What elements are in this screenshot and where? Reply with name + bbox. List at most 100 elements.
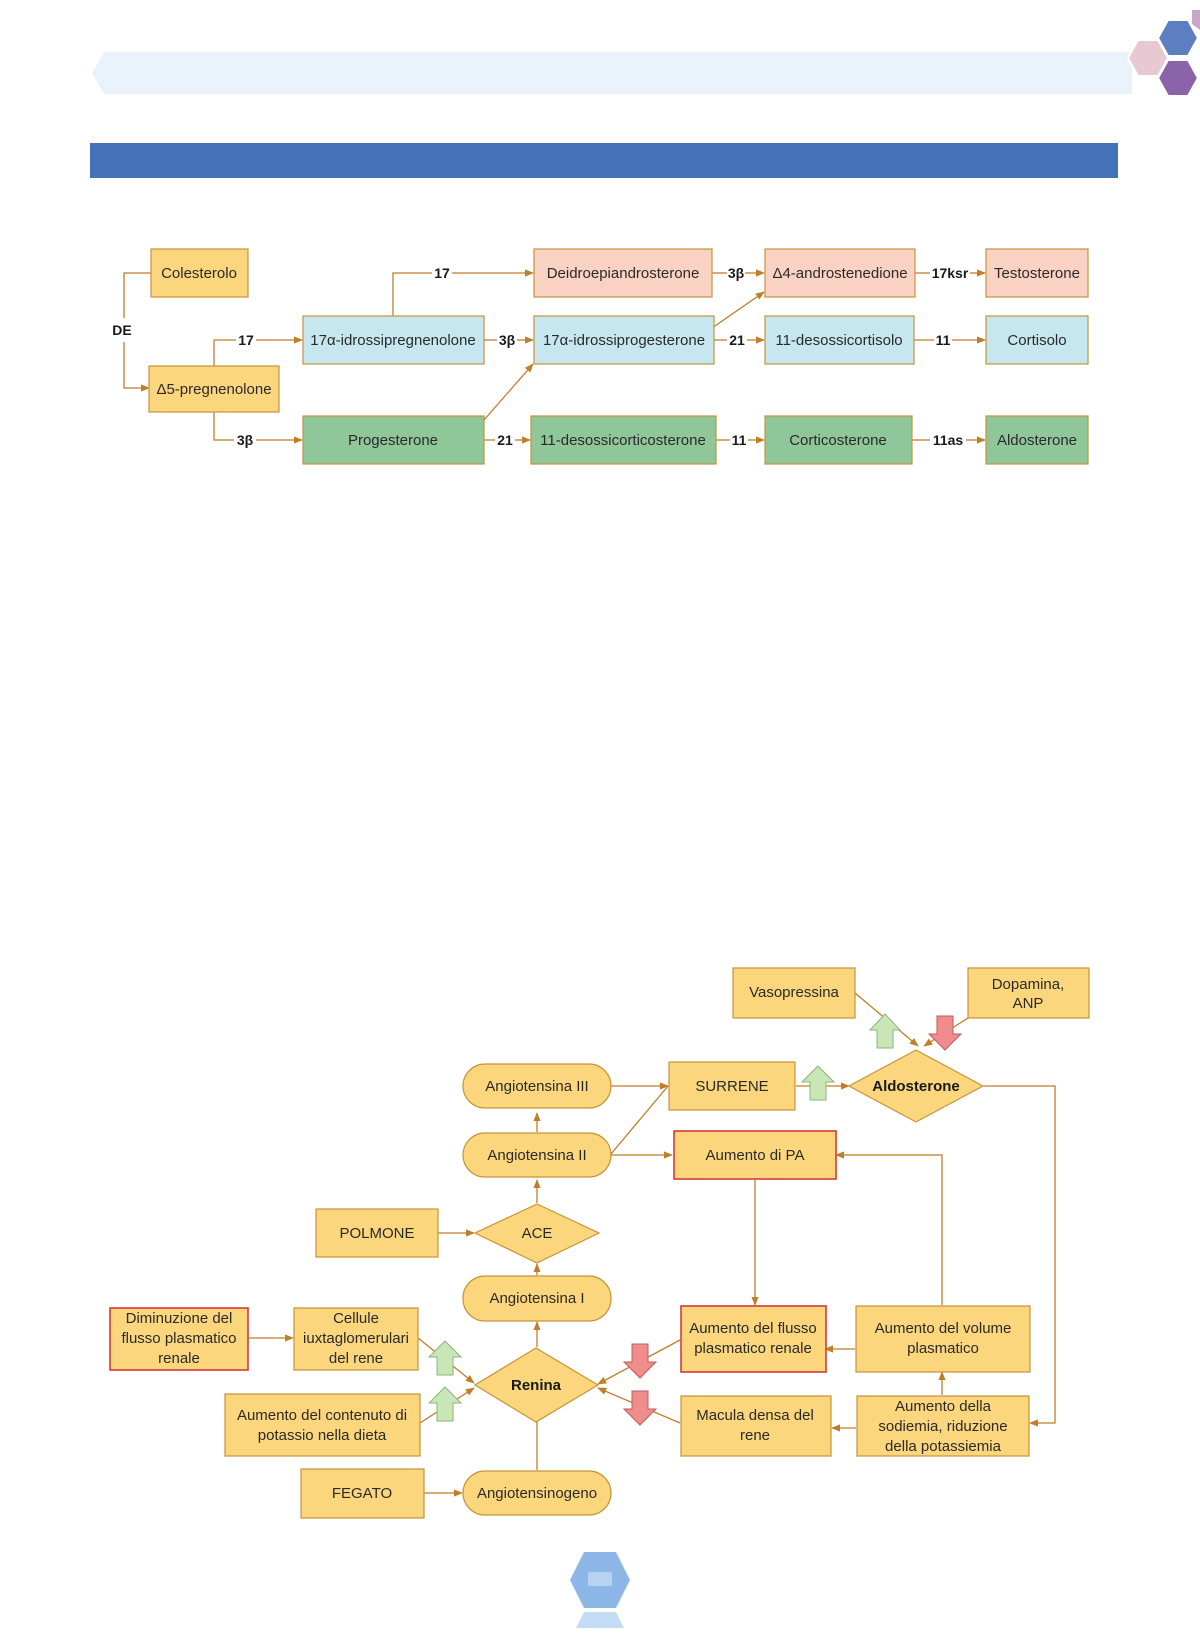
raas-diagram-edges — [248, 992, 1056, 1497]
label-sodiemia-2: sodiemia, riduzione — [878, 1418, 1007, 1435]
node-androstenedione — [764, 248, 916, 298]
node-testosterone — [985, 248, 1089, 298]
label-pregnenolone: Δ5-pregnenolone — [156, 381, 271, 398]
label-cellule-3: del rene — [329, 1350, 383, 1367]
node-fegato — [300, 1468, 425, 1519]
label-sodiemia-3: della potassiemia — [885, 1438, 1002, 1455]
edge-label-11as: 11as — [933, 432, 964, 448]
node-cellule — [293, 1307, 419, 1371]
node-aumento-volume — [855, 1305, 1031, 1373]
label-polmone: POLMONE — [339, 1225, 414, 1242]
label-desossicorticosterone: 11-desossicorticosterone — [540, 432, 706, 449]
increase-arrows — [427, 1013, 902, 1422]
node-sodiemia — [856, 1395, 1030, 1457]
node-macula — [680, 1395, 832, 1457]
node-aldosterone — [985, 415, 1089, 465]
label-anp: ANP — [1013, 995, 1044, 1012]
edge-label-de: DE — [112, 322, 131, 338]
down-arrow-icon — [622, 1390, 658, 1426]
up-arrow-icon — [800, 1065, 836, 1101]
node-corticosterone — [764, 415, 913, 465]
label-fegato: FEGATO — [332, 1485, 392, 1502]
label-aumento-flusso-1: Aumento del flusso — [689, 1320, 817, 1337]
label-aumento-volume-2: plasmatico — [907, 1340, 979, 1357]
node-aumento-flusso — [680, 1305, 827, 1373]
node-pregnenolone — [148, 365, 280, 413]
node-colesterolo — [150, 248, 249, 298]
decrease-arrows — [622, 1015, 963, 1426]
down-arrow-icon — [927, 1015, 963, 1051]
label-surrene: SURRENE — [695, 1078, 768, 1095]
label-corticosterone: Corticosterone — [789, 432, 887, 449]
label-macula-2: rene — [740, 1427, 770, 1444]
edge-label-21: 21 — [497, 432, 513, 448]
label-idrossiprogesterone: 17α-idrossiprogesterone — [543, 332, 705, 349]
label-angiotensinogeno: Angiotensinogeno — [477, 1485, 597, 1502]
label-angiotensina-1: Angiotensina I — [489, 1290, 584, 1307]
label-androstenedione: Δ4-androstenedione — [772, 265, 907, 282]
node-desossicorticosterone — [530, 415, 717, 465]
label-vasopressina: Vasopressina — [749, 984, 839, 1001]
edge-label-17: 17 — [238, 332, 254, 348]
node-polmone — [315, 1208, 439, 1258]
label-aldosterone: Aldosterone — [997, 432, 1077, 449]
label-angiotensina-2: Angiotensina II — [487, 1147, 586, 1164]
label-colesterolo: Colesterolo — [161, 265, 237, 282]
page-number-hexagon-icon — [570, 1552, 630, 1628]
edge-label-3b: 3β — [237, 432, 254, 448]
node-cortisolo — [985, 315, 1089, 365]
section-header-band — [90, 143, 1118, 178]
label-dopamina: Dopamina, — [992, 976, 1065, 993]
node-aldosterone-diamond — [847, 1049, 985, 1123]
node-idrossipregnenolone — [302, 315, 485, 365]
label-progesterone: Progesterone — [348, 432, 438, 449]
node-aumento-pa — [673, 1130, 837, 1180]
edge-label-17: 17 — [434, 265, 450, 281]
node-diminuzione — [109, 1307, 249, 1371]
up-arrow-icon — [427, 1386, 463, 1422]
label-angiotensina-3: Angiotensina III — [485, 1078, 588, 1095]
up-arrow-icon — [868, 1013, 902, 1049]
label-cellule-1: Cellule — [333, 1310, 379, 1327]
node-deidroepiandrosterone — [533, 248, 713, 298]
node-aumento-potassio — [224, 1393, 421, 1457]
edge-label-21: 21 — [729, 332, 745, 348]
edge-label-3b: 3β — [499, 332, 516, 348]
edge-label-3b: 3β — [728, 265, 745, 281]
label-diminuzione-3: renale — [158, 1350, 200, 1367]
node-ace-diamond — [473, 1203, 601, 1264]
node-renina-diamond — [473, 1347, 600, 1423]
top-banner — [92, 52, 1132, 94]
up-arrow-icon — [427, 1340, 463, 1376]
label-aumento-flusso-2: plasmatico renale — [694, 1340, 812, 1357]
edge-label-17ksr: 17ksr — [932, 265, 969, 281]
node-angiotensina-1 — [462, 1275, 612, 1322]
label-aumento-potassio-1: Aumento del contenuto di — [237, 1407, 407, 1424]
node-angiotensina-2 — [462, 1132, 612, 1178]
label-renina: Renina — [511, 1377, 562, 1394]
node-surrene — [668, 1061, 796, 1111]
edge-label-11: 11 — [936, 332, 951, 348]
node-angiotensinogeno — [462, 1470, 612, 1516]
node-dopamina-anp — [967, 967, 1090, 1019]
down-arrow-icon — [622, 1343, 658, 1379]
label-aldosterone: Aldosterone — [872, 1078, 960, 1095]
label-cortisolo: Cortisolo — [1007, 332, 1066, 349]
label-diminuzione-2: flusso plasmatico — [121, 1330, 236, 1347]
label-diminuzione-1: Diminuzione del — [126, 1310, 233, 1327]
label-ace: ACE — [522, 1225, 553, 1242]
label-deidroepiandrosterone: Deidroepiandrosterone — [547, 265, 700, 282]
node-desossicortisolo — [764, 315, 915, 365]
label-aumento-pa: Aumento di PA — [706, 1147, 805, 1164]
node-progesterone — [302, 415, 485, 465]
label-sodiemia-1: Aumento della — [895, 1398, 992, 1415]
label-testosterone: Testosterone — [994, 265, 1080, 282]
label-desossicortisolo: 11-desossicortisolo — [775, 332, 902, 349]
label-aumento-potassio-2: potassio nella dieta — [258, 1427, 387, 1444]
node-angiotensina-3 — [462, 1063, 612, 1109]
hexagon-decoration-icon — [1126, 10, 1200, 97]
node-vasopressina — [732, 967, 856, 1019]
label-macula-1: Macula densa del — [696, 1407, 814, 1424]
edge-label-11: 11 — [732, 432, 747, 448]
